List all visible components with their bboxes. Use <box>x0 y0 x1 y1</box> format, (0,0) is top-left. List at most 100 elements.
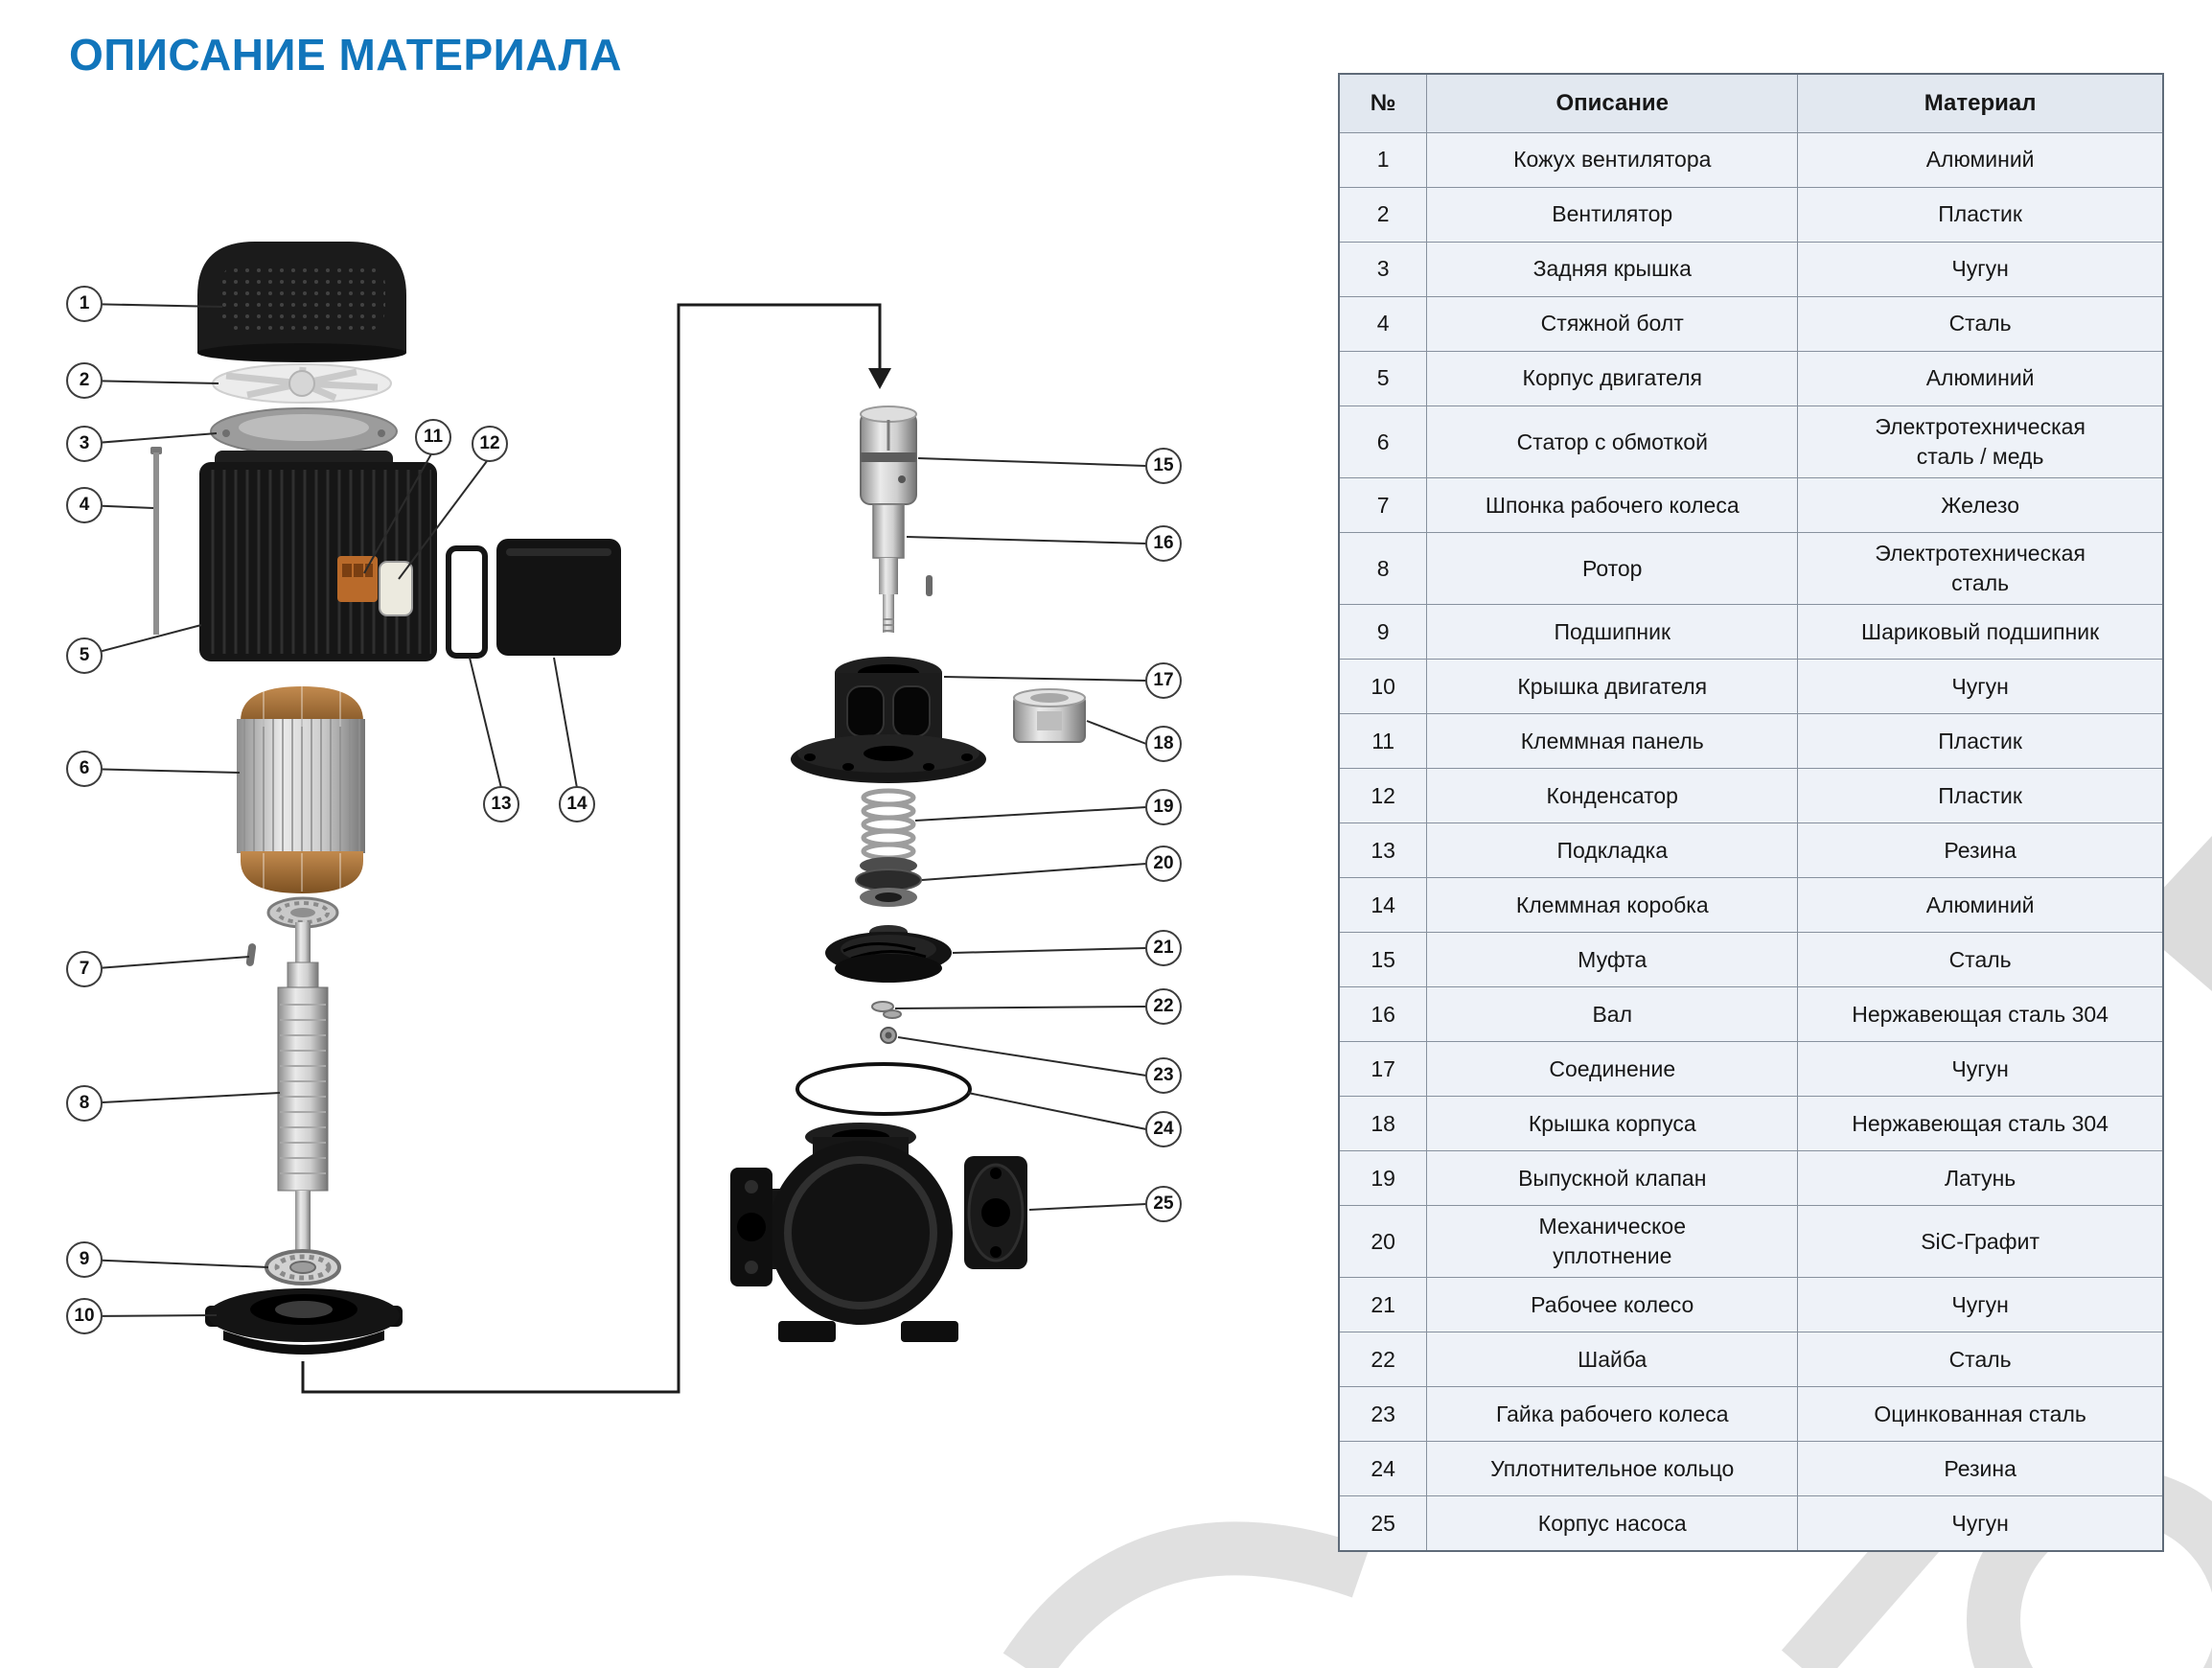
row-num: 6 <box>1338 405 1428 479</box>
row-material: Нержавеющая сталь 304 <box>1797 1096 2164 1152</box>
row-description: Подшипник <box>1426 604 1799 660</box>
row-description: Шайба <box>1426 1332 1799 1388</box>
terminal-box-part <box>496 539 621 656</box>
row-material: Алюминий <box>1797 132 2164 188</box>
row-material: Чугун <box>1797 659 2164 715</box>
callout-7: 7 <box>66 951 103 987</box>
row-num: 13 <box>1338 822 1428 879</box>
row-description: Статор с обмоткой <box>1426 405 1799 479</box>
row-description: Соединение <box>1426 1041 1799 1098</box>
shaft-key-part <box>245 943 257 966</box>
row-num: 17 <box>1338 1041 1428 1098</box>
callout-label: 1 <box>79 293 90 313</box>
fan-part <box>212 363 392 404</box>
row-description: Клеммная панель <box>1426 713 1799 770</box>
row-num: 22 <box>1338 1332 1428 1388</box>
row-material: Электротехническая сталь <box>1797 532 2164 606</box>
capacitor-part <box>379 561 413 616</box>
stator-part <box>237 686 365 893</box>
row-material: Резина <box>1797 822 2164 879</box>
header-material: Материал <box>1797 73 2164 133</box>
row-description: Стяжной болт <box>1426 296 1799 352</box>
header-num: № <box>1338 73 1428 133</box>
callout-label: 14 <box>566 794 588 814</box>
row-description: Задняя крышка <box>1426 242 1799 297</box>
mechanical-seal-part <box>855 857 922 907</box>
row-description: Шпонка рабочего колеса <box>1426 477 1799 534</box>
motor-cover-part <box>205 1288 403 1355</box>
row-description: Уплотнительное кольцо <box>1426 1441 1799 1497</box>
row-description: Вал <box>1426 986 1799 1043</box>
row-num: 10 <box>1338 659 1428 715</box>
row-material: Железо <box>1797 477 2164 534</box>
row-material: Сталь <box>1797 296 2164 352</box>
row-num: 25 <box>1338 1495 1428 1552</box>
row-description: Рабочее колесо <box>1426 1277 1799 1333</box>
callout-23: 23 <box>1145 1057 1182 1094</box>
row-material: Сталь <box>1797 932 2164 988</box>
row-description: Выпускной клапан <box>1426 1150 1799 1207</box>
row-num: 2 <box>1338 187 1428 243</box>
callout-25: 25 <box>1145 1186 1182 1222</box>
gasket-part <box>446 545 488 659</box>
callout-label: 6 <box>79 758 90 778</box>
callout-20: 20 <box>1145 846 1182 882</box>
row-description: Корпус двигателя <box>1426 351 1799 406</box>
coupling-part <box>860 405 917 505</box>
row-material: Чугун <box>1797 242 2164 297</box>
row-description: Крышка корпуса <box>1426 1096 1799 1152</box>
pump-casing-part <box>730 1123 1027 1342</box>
callout-label: 15 <box>1153 455 1174 475</box>
callout-11: 11 <box>415 419 451 455</box>
row-description: Клеммная коробка <box>1426 877 1799 934</box>
row-material: Алюминий <box>1797 351 2164 406</box>
row-material: Оцинкованная сталь <box>1797 1386 2164 1443</box>
row-num: 15 <box>1338 932 1428 988</box>
row-material: Латунь <box>1797 1150 2164 1207</box>
row-num: 12 <box>1338 768 1428 824</box>
callout-label: 22 <box>1153 996 1174 1016</box>
o-ring-part <box>795 1062 972 1116</box>
row-num: 11 <box>1338 713 1428 770</box>
table-header-row: № Описание Материал <box>1338 73 2164 133</box>
callout-label: 8 <box>79 1093 90 1113</box>
motor-housing-part <box>199 451 437 661</box>
callout-label: 11 <box>423 427 444 447</box>
row-num: 24 <box>1338 1441 1428 1497</box>
callout-2: 2 <box>66 362 103 399</box>
row-num: 19 <box>1338 1150 1428 1207</box>
row-description: Подкладка <box>1426 822 1799 879</box>
row-material: Резина <box>1797 1441 2164 1497</box>
row-material: Нержавеющая сталь 304 <box>1797 986 2164 1043</box>
row-material: Чугун <box>1797 1277 2164 1333</box>
callout-3: 3 <box>66 426 103 462</box>
callout-label: 19 <box>1153 797 1174 817</box>
row-description: Крышка двигателя <box>1426 659 1799 715</box>
row-material: Сталь <box>1797 1332 2164 1388</box>
callout-21: 21 <box>1145 930 1182 966</box>
row-num: 7 <box>1338 477 1428 534</box>
table-header: № Описание Материал <box>1338 73 2164 133</box>
shaft-part <box>872 503 933 633</box>
row-num: 9 <box>1338 604 1428 660</box>
callout-label: 23 <box>1153 1065 1174 1085</box>
callout-10: 10 <box>66 1298 103 1334</box>
callout-12: 12 <box>472 426 508 462</box>
callout-15: 15 <box>1145 448 1182 484</box>
row-material: Чугун <box>1797 1041 2164 1098</box>
row-material: SiC-Графит <box>1797 1205 2164 1279</box>
callout-label: 21 <box>1153 938 1174 958</box>
row-num: 1 <box>1338 132 1428 188</box>
